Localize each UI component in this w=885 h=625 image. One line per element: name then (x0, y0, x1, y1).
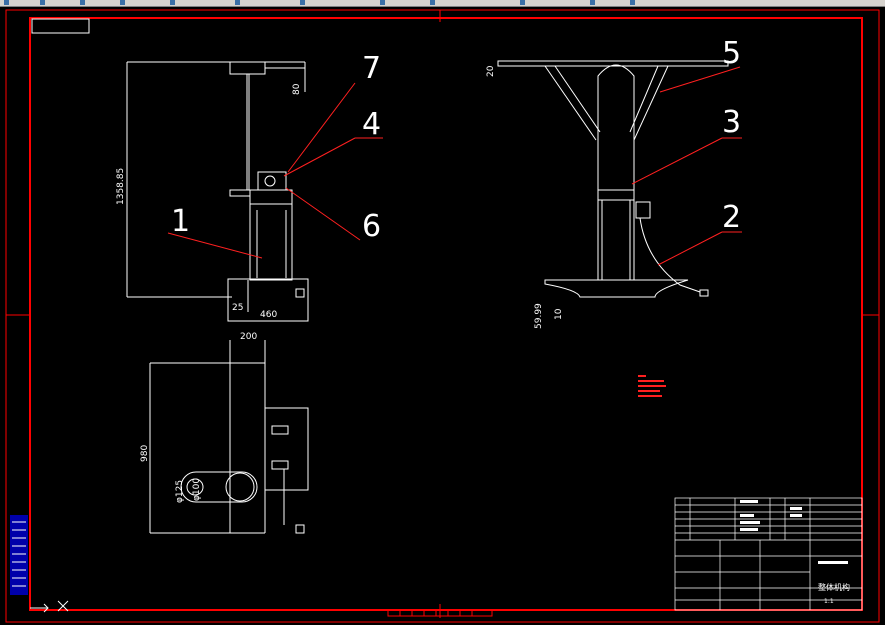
dimension-side-10: 10 (554, 308, 564, 320)
part-number-4: 4 (362, 107, 382, 142)
cut-icon[interactable] (170, 0, 175, 5)
pan-icon[interactable] (590, 0, 595, 5)
save-icon[interactable] (80, 0, 85, 5)
open-icon[interactable] (40, 0, 45, 5)
side-view (497, 60, 729, 298)
drawing-frame (5, 9, 880, 623)
dimension-top-80: 80 (292, 83, 302, 95)
dimension-height-total: 1358.85 (116, 167, 126, 205)
drawing-name: 整体机构 (818, 583, 850, 592)
title-block-fills (740, 500, 848, 564)
drawing-svg (5, 9, 880, 623)
title-block (674, 497, 863, 611)
toolbar (0, 0, 885, 7)
paste-icon[interactable] (300, 0, 305, 5)
dimension-base-460: 460 (260, 310, 278, 320)
dimension-plan-200: 200 (240, 332, 258, 342)
part-number-5: 5 (722, 36, 742, 71)
top-left-box (31, 18, 90, 34)
dimension-plan-980: 980 (140, 444, 150, 462)
undo-icon[interactable] (380, 0, 385, 5)
redo-icon[interactable] (430, 0, 435, 5)
front-view (126, 61, 309, 322)
dimension-side-20: 20 (486, 65, 496, 77)
drawing-scale: 1:1 (824, 598, 834, 605)
part-number-2: 2 (722, 200, 742, 235)
print-icon[interactable] (120, 0, 125, 5)
layer-panel (10, 515, 28, 595)
properties-icon[interactable] (630, 0, 635, 5)
new-icon[interactable] (4, 0, 9, 5)
part-number-1: 1 (171, 204, 191, 239)
technical-notes (638, 375, 668, 403)
ucs-icon (30, 600, 69, 613)
copy-icon[interactable] (235, 0, 240, 5)
part-number-6: 6 (362, 209, 382, 244)
plan-view (149, 340, 309, 534)
part-number-7: 7 (362, 51, 382, 86)
drawing-canvas[interactable]: 1 7 4 6 5 3 2 1358.85 80 25 460 200 980 … (0, 7, 885, 625)
dimension-circle-100: φ100 (192, 477, 202, 501)
dimension-circle-125: φ125 (175, 479, 185, 503)
dimension-base-25: 25 (232, 303, 244, 313)
part-number-3: 3 (722, 105, 742, 140)
leader-lines (167, 66, 742, 266)
zoom-icon[interactable] (520, 0, 525, 5)
dimension-side-59: 59.99 (534, 303, 544, 329)
